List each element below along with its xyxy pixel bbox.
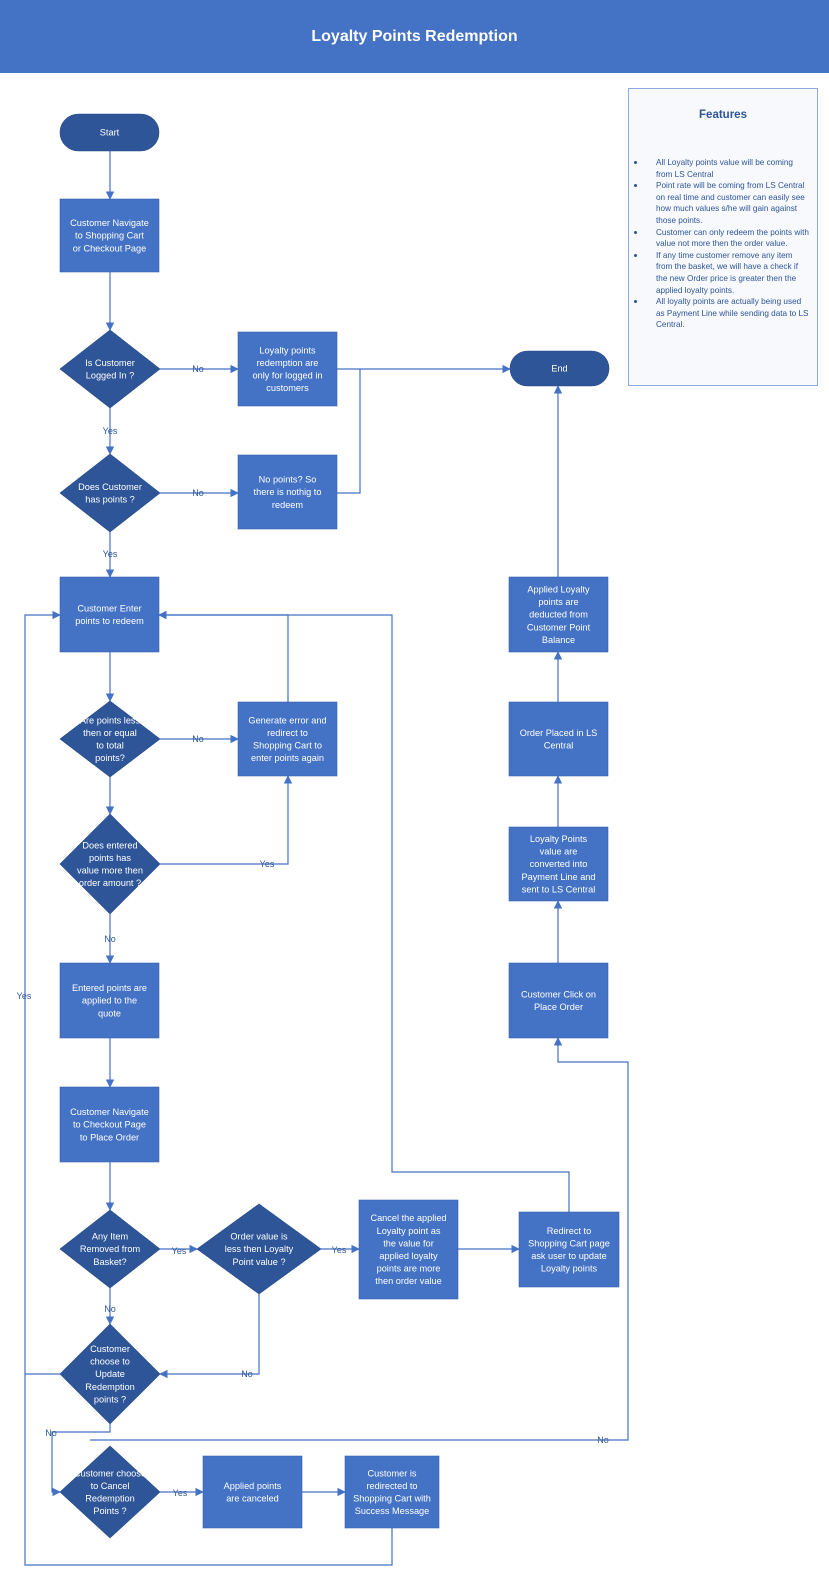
connector [24,610,61,1375]
process-redirected-success [344,1455,440,1529]
process-navigate-cart [59,198,160,273]
edge-label-no: No [104,1304,116,1314]
edge-label-yes: Yes [172,1246,187,1256]
decision-value-check [59,813,161,915]
decision-update-redemption [59,1323,161,1425]
edge-label-yes: Yes [332,1245,347,1255]
connector [24,1374,393,1566]
features-list: All Loyalty points value will be coming … [629,157,817,331]
features-panel: Features All Loyalty points value will b… [628,88,818,386]
diagram-title: Loyalty Points Redemption [0,0,829,73]
process-click-place-order [508,962,609,1039]
process-logged-only [237,331,338,407]
process-points-converted [508,826,609,902]
edge-label-no: No [192,364,204,374]
features-item: Point rate will be coming from LS Centra… [634,180,811,226]
decision-cancel-redemption [59,1445,161,1539]
terminal-end [509,350,610,387]
edge-label-no: No [104,934,116,944]
connector [159,1294,260,1379]
process-generate-error [237,701,338,777]
connector [337,369,361,494]
edge-label-no: No [192,488,204,498]
connector [160,775,293,865]
terminal-start-label: Start [100,128,120,138]
edge-label-no: No [192,734,204,744]
features-item: If any time customer remove any item fro… [634,250,811,296]
edge-label-no: No [241,1369,253,1379]
decision-is-logged-in [59,329,161,409]
decision-item-removed [59,1209,161,1289]
process-enter-points [59,576,160,653]
connector [90,1037,629,1441]
edge-label-no: No [45,1428,57,1438]
edge-label-yes: Yes [173,1488,188,1498]
process-no-points [237,454,338,530]
decision-has-points [59,453,161,533]
features-item: All Loyalty points value will be coming … [634,157,811,180]
process-redirect-cart [518,1211,620,1288]
features-item: All loyalty points are actually being us… [634,296,811,331]
features-title: Features [699,109,747,121]
process-navigate-checkout [59,1086,160,1163]
process-cancel-applied [358,1199,459,1300]
decision-points-check [59,700,161,778]
edge-label-yes: Yes [103,426,118,436]
decision-order-value-less [196,1203,322,1295]
edge-label-yes: Yes [103,549,118,559]
connector [158,610,289,702]
process-order-placed [508,701,609,777]
connector [51,1424,111,1497]
process-applied-quote [59,962,160,1039]
terminal-start [59,113,160,152]
features-item: Customer can only redeem the points with… [634,227,811,250]
terminal-end-label: End [551,364,567,374]
edge-label-yes: Yes [17,991,32,1001]
edge-label-no: No [597,1435,609,1445]
edge-label-yes: Yes [260,859,275,869]
connector [158,610,570,1212]
process-points-deducted [508,576,609,653]
process-points-canceled [202,1455,303,1529]
